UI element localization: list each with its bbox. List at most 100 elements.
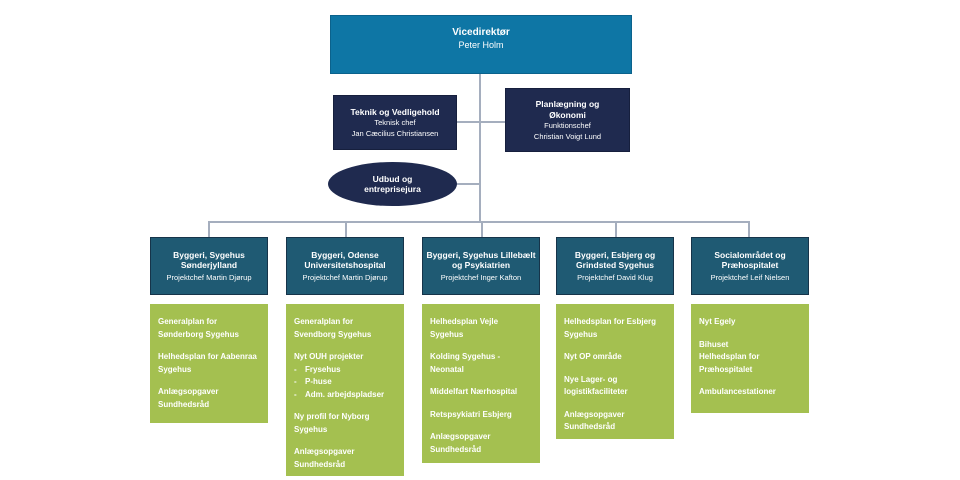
dept-title: Byggeri, Sygehus Sønderjylland: [173, 249, 245, 271]
project-line: Sygehus: [564, 329, 598, 339]
project-line: Præhospitalet: [699, 364, 753, 374]
project-line: Helhedsplan for Aabenraa: [158, 352, 257, 361]
project-item: Ambulancestationer: [699, 387, 801, 398]
project-line: Bihuset: [699, 339, 729, 349]
project-line: Helhedsplan Vejle: [430, 317, 499, 326]
project-line: Sønderborg Sygehus: [158, 329, 239, 339]
planlaegning-box: Planlægning og Økonomi Funktionschef Chr…: [505, 88, 630, 152]
dept-lead: Projektchef Martin Djørup: [166, 272, 252, 282]
project-item: Middelfart Nærhospital: [430, 387, 532, 398]
project-line: Sundhedsråd: [430, 444, 482, 454]
connector-staff-horizontal: [457, 121, 505, 123]
project-line: Ny profil for Nyborg: [294, 412, 370, 421]
project-line: Ambulancestationer: [699, 387, 776, 396]
bullet-dash: -: [294, 389, 297, 399]
connector-ellipse-horizontal: [452, 183, 479, 185]
dept-lead: Projektchef Martin Djørup: [302, 272, 388, 282]
project-line: Sundhedsråd: [294, 459, 346, 469]
project-line: Anlægsopgaver: [158, 387, 219, 396]
node-title: Udbud og entreprisejura: [364, 174, 421, 194]
node-role: Funktionschef: [544, 121, 591, 130]
project-item: Nyt OUH projekter-Frysehus-P-huse-Adm. a…: [294, 352, 396, 400]
connector-stub: [345, 221, 347, 237]
project-line: Anlægsopgaver: [430, 432, 491, 441]
project-bullet: -Adm. arbejdspladser: [294, 390, 396, 401]
project-item: Nye Lager- og logistikfaciliteter: [564, 375, 666, 398]
teknik-box: Teknik og Vedligehold Teknisk chef Jan C…: [333, 95, 457, 150]
project-line: Sundhedsråd: [158, 399, 210, 409]
project-line: logistikfaciliteter: [564, 387, 628, 396]
project-line: Sundhedsråd: [564, 422, 616, 431]
dept-title: Byggeri, Sygehus Lillebælt og Psykiatrie…: [426, 249, 536, 271]
dept-lead: Projektchef Inger Kafton: [440, 272, 522, 282]
node-title: Teknik og Vedligehold: [350, 106, 440, 117]
project-line: Kolding Sygehus -: [430, 352, 501, 361]
dept-title: Byggeri, Esbjerg og Grindsted Sygehus: [574, 249, 656, 271]
connector-departments-horizontal: [208, 221, 749, 223]
project-item: Nyt Egely: [699, 317, 801, 328]
project-item: Kolding Sygehus - Neonatal: [430, 352, 532, 375]
connector-stub: [481, 221, 483, 237]
node-name: Jan Cæcilius Christiansen: [351, 128, 439, 138]
dept-title: Byggeri, Odense Universitetshospital: [304, 249, 386, 271]
bullet-dash: -: [294, 377, 297, 386]
project-line: Anlægsopgaver: [564, 409, 625, 419]
project-line: Helhedsplan for: [699, 352, 760, 361]
bullet-text: Frysehus: [305, 364, 341, 374]
node-role: Teknisk chef: [374, 118, 416, 128]
project-line: Nyt OUH projekter: [294, 352, 364, 361]
bullet-text: Adm. arbejdspladser: [305, 389, 385, 399]
connector-stub: [615, 221, 617, 237]
node-title: Økonomi: [549, 109, 586, 120]
dept-header: Byggeri, Sygehus Lillebælt og Psykiatrie…: [422, 237, 540, 295]
project-line: Anlægsopgaver: [294, 447, 355, 456]
bullet-dash: -: [294, 364, 297, 374]
dept-title: Socialområdet og Præhospitalet: [714, 249, 786, 271]
project-line: Nyt Egely: [699, 317, 736, 326]
bullet-text: P-huse: [305, 377, 332, 386]
project-line: Retspsykiatri Esbjerg: [430, 409, 512, 419]
project-line: Sygehus: [158, 364, 192, 374]
project-line: Nye Lager- og: [564, 374, 618, 384]
project-line: Svendborg Sygehus: [294, 329, 372, 339]
project-item: Nyt OP område: [564, 352, 666, 363]
project-line: Helhedsplan for Esbjerg: [564, 317, 657, 326]
connector-stub: [748, 221, 750, 237]
project-bullet: -Frysehus: [294, 365, 396, 376]
node-title: Vicedirektør: [452, 27, 510, 38]
vicedirektor-box: Vicedirektør Peter Holm: [330, 15, 632, 74]
project-line: Middelfart Nærhospital: [430, 387, 518, 396]
project-line: Neonatal: [430, 364, 464, 374]
node-name: Christian Voigt Lund: [533, 131, 602, 141]
udbud-ellipse: Udbud og entreprisejura: [328, 162, 457, 206]
project-line: Sygehus: [430, 329, 464, 339]
node-name: Peter Holm: [458, 40, 504, 50]
dept-lead: Projektchef David Klug: [577, 272, 653, 282]
node-title: Planlægning og: [535, 99, 600, 109]
project-line: Nyt OP område: [564, 352, 622, 361]
connector-root-vertical: [479, 74, 481, 221]
